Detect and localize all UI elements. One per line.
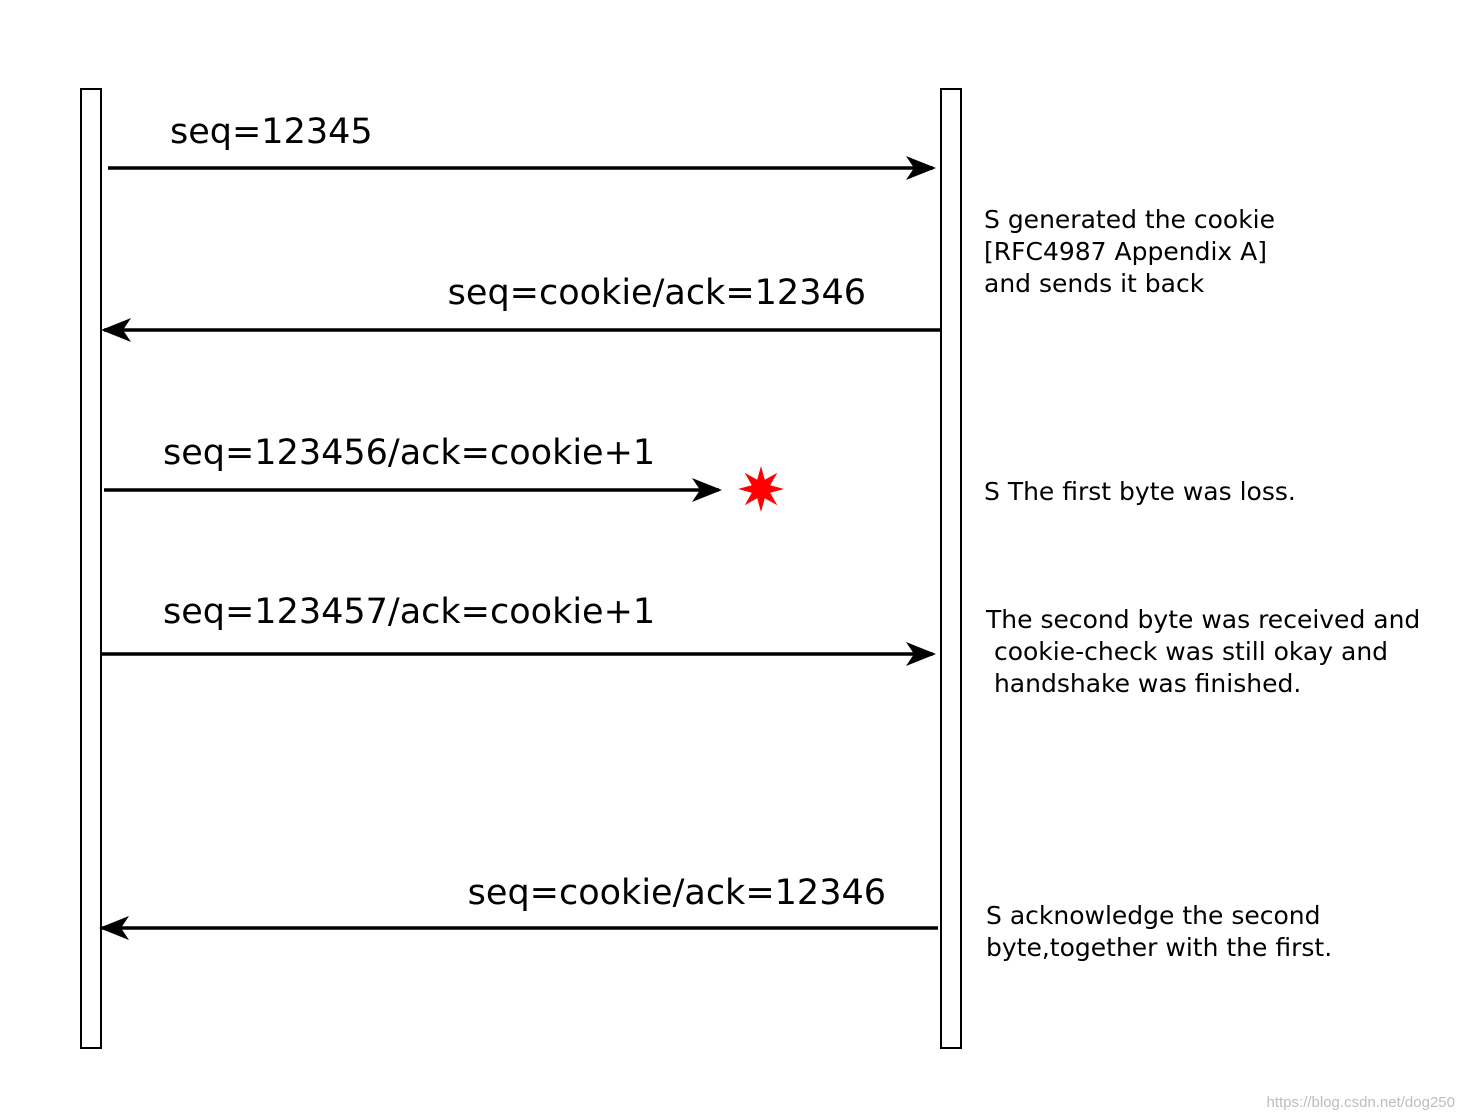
message-label: seq=cookie/ack=12346 [448,273,866,313]
note-line: The second byte was received and [985,605,1420,634]
message-label: seq=12345 [170,112,373,152]
note-line: S acknowledge the second [986,901,1320,930]
watermark: https://blog.csdn.net/dog250 [1267,1094,1455,1111]
message-label: seq=123456/ack=cookie+1 [163,433,655,473]
client-lifeline [80,88,102,1049]
note-line: S The first byte was loss. [984,477,1296,506]
note-line: and sends it back [984,269,1205,298]
note-line: [RFC4987 Appendix A] [984,237,1267,266]
note-line: handshake was finished. [986,669,1301,698]
red-burst-icon [738,466,784,512]
message-label: seq=123457/ack=cookie+1 [163,592,655,632]
note-cookie-generated: S generated the cookie [RFC4987 Appendix… [984,205,1275,298]
server-lifeline [940,88,962,1049]
note-second-byte-received: The second byte was received and cookie-… [985,605,1420,698]
message-label: seq=cookie/ack=12346 [468,873,886,913]
note-acknowledge: S acknowledge the second byte,together w… [986,901,1332,962]
note-line: S generated the cookie [984,205,1275,234]
note-first-byte-loss: S The first byte was loss. [984,477,1296,506]
note-line: cookie-check was still okay and [986,637,1388,666]
note-line: byte,together with the first. [986,933,1332,962]
